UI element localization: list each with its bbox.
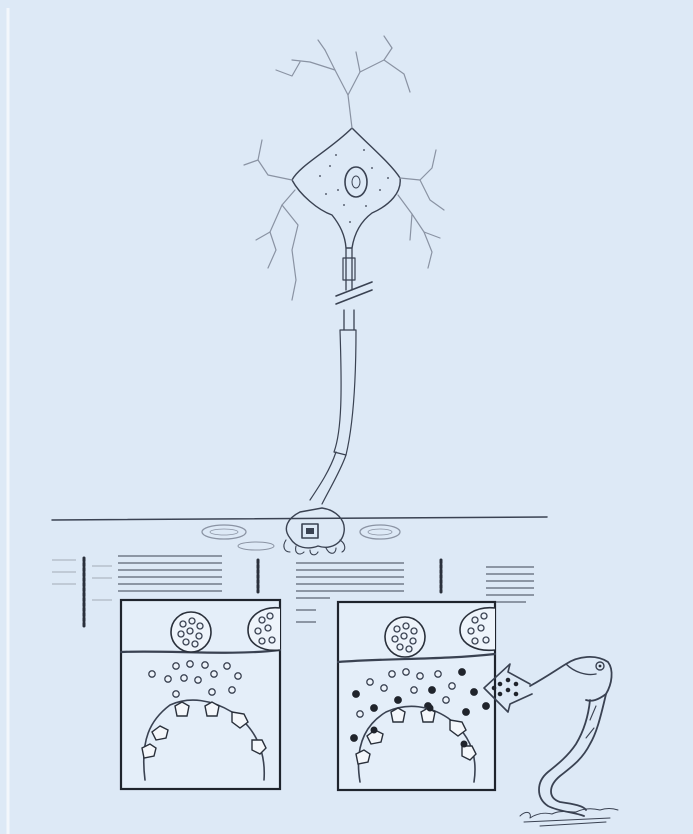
synapse-panel-right xyxy=(338,602,495,790)
snake-icon xyxy=(530,657,612,816)
axon-middle xyxy=(344,310,354,330)
terminal-bouton xyxy=(286,508,344,548)
neuron-nucleus xyxy=(345,167,367,197)
snake-body xyxy=(539,694,606,816)
myofilaments-group-1 xyxy=(118,556,222,591)
dendrites xyxy=(244,36,444,300)
synapse-panel-left xyxy=(121,600,280,789)
receptor xyxy=(205,702,219,716)
artist-signature xyxy=(520,809,618,827)
receptor xyxy=(175,702,189,716)
myofilaments-faint xyxy=(52,560,112,600)
muscle-membrane-line xyxy=(52,517,547,520)
motor-neuron xyxy=(244,36,444,504)
axon-terminal-stalk xyxy=(310,452,346,504)
muscle-nucleus-small xyxy=(238,542,274,550)
receptor xyxy=(391,708,405,722)
myelin-segment-2 xyxy=(334,330,356,455)
muscle-nucleus-left xyxy=(202,525,246,539)
nucleolus xyxy=(352,176,360,188)
myofilaments-group-3 xyxy=(486,567,534,602)
axon-upper xyxy=(346,248,352,290)
snake-jaw xyxy=(566,664,596,675)
neuromuscular-junction xyxy=(52,508,547,555)
snake-head xyxy=(530,657,612,701)
myelin-segment-1 xyxy=(343,258,355,280)
magnified-region-core xyxy=(306,528,314,534)
nissl-bodies xyxy=(319,149,389,223)
axon-break-mark xyxy=(336,282,372,304)
muscle-nucleus-right xyxy=(360,525,400,539)
